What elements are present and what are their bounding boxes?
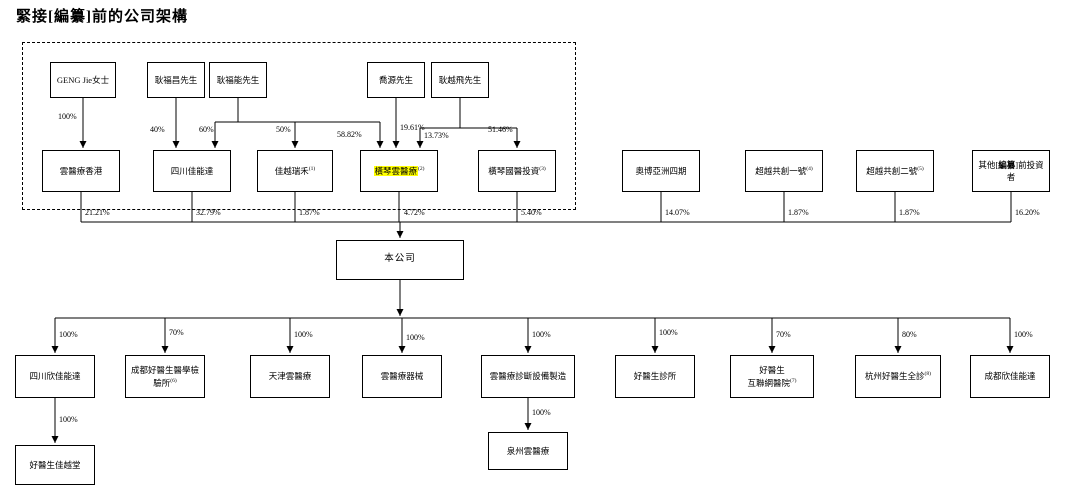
ownership-label: 1.87% (788, 208, 809, 217)
node-label: 雲醫療香港 (59, 165, 103, 176)
ownership-label: 40% (150, 125, 165, 134)
ownership-label: 58.82% (337, 130, 362, 139)
ownership-label: 100% (59, 415, 78, 424)
pre-listing-group-border (22, 42, 576, 210)
ownership-label: 5.40% (521, 208, 542, 217)
node-label: 超越共創二號(5) (866, 165, 924, 176)
node-haoyisheng-internet: 好醫生互聯網醫院(7) (730, 355, 814, 398)
node-label: 耿福昌先生 (154, 74, 198, 85)
node-aobo-asia: 奧博亞洲四期 (622, 150, 700, 192)
ownership-label: 14.07% (665, 208, 690, 217)
node-label: 雲醫療器械 (380, 371, 424, 382)
node-label: 成都欣佳能達 (984, 371, 1036, 382)
node-label: 其他[編纂]前投資者 (978, 159, 1044, 182)
ownership-label: 32.79% (196, 208, 221, 217)
node-sichuan-jianengda: 四川佳能達 (153, 150, 231, 192)
node-hangzhou-quanzhen: 杭州好醫生全診(8) (855, 355, 941, 398)
note-marker: (4) (806, 166, 813, 173)
note-marker: (8) (924, 371, 931, 378)
ownership-label: 60% (199, 125, 214, 134)
node-label: 杭州好醫生全診(8) (865, 371, 931, 382)
ownership-label: 100% (532, 330, 551, 339)
node-label: 天津雲醫療 (268, 371, 312, 382)
node-label: 四川欣佳能達 (29, 371, 81, 382)
node-label: 好醫生互聯網醫院(7) (747, 365, 797, 388)
node-geng-funeng: 耿福能先生 (209, 62, 267, 98)
ownership-label: 100% (659, 328, 678, 337)
node-hengqin-guoyi: 橫琴國醫投資(3) (478, 150, 556, 192)
node-jiayuetang: 好醫生佳越堂 (15, 445, 95, 485)
search-highlight: 橫琴雲醫療 (373, 165, 419, 176)
node-tianjin-cloud: 天津雲醫療 (250, 355, 330, 398)
ownership-label: 16.20% (1015, 208, 1040, 217)
node-qiao-yuan: 喬源先生 (367, 62, 425, 98)
note-marker: (6) (170, 377, 177, 384)
node-haoyisheng-clinic: 好醫生診所 (615, 355, 695, 398)
node-hengqin-cloud: 橫琴雲醫療(2) (360, 150, 438, 192)
node-label: GENG Jie女士 (56, 74, 110, 85)
ownership-label: 70% (776, 330, 791, 339)
node-geng-yuefei: 耿越飛先生 (431, 62, 489, 98)
note-marker: (3) (539, 166, 546, 173)
redaction-placeholder: 編纂 (998, 159, 1016, 170)
node-geng-jie: GENG Jie女士 (50, 62, 116, 98)
ownership-label: 21.21% (85, 208, 110, 217)
ownership-label: 1.87% (899, 208, 920, 217)
node-chengdu-lab: 成都好醫生醫學檢驗所(6) (125, 355, 205, 398)
node-company: 本公司 (336, 240, 464, 280)
node-label: 橫琴雲醫療(2) (373, 165, 425, 177)
node-cloud-devices: 雲醫療器械 (362, 355, 442, 398)
ownership-label: 100% (532, 408, 551, 417)
node-label: 泉州雲醫療 (506, 445, 550, 456)
ownership-label: 13.73% (424, 131, 449, 140)
node-quanzhou-cloud: 泉州雲醫療 (488, 432, 568, 470)
ownership-label: 70% (169, 328, 184, 337)
node-label: 超越共創一號(4) (755, 165, 813, 176)
ownership-label: 100% (294, 330, 313, 339)
node-sichuan-xinjia: 四川欣佳能達 (15, 355, 95, 398)
node-label: 喬源先生 (378, 74, 413, 85)
node-cloud-diag: 雲醫療診斷設備製造 (481, 355, 575, 398)
node-jiayue-ruihe: 佳越瑞禾(1) (257, 150, 333, 192)
node-chengdu-xinjia: 成都欣佳能達 (970, 355, 1050, 398)
ownership-label: 1.87% (299, 208, 320, 217)
node-label: 成都好醫生醫學檢驗所(6) (130, 365, 199, 388)
ownership-label: 100% (1014, 330, 1033, 339)
page-title: 緊接[編纂]前的公司架構 (16, 9, 188, 25)
node-chaoyue-one: 超越共創一號(4) (745, 150, 823, 192)
node-label: 雲醫療診斷設備製造 (489, 371, 567, 382)
node-label: 好醫生佳越堂 (29, 459, 81, 470)
node-chaoyue-two: 超越共創二號(5) (856, 150, 934, 192)
ownership-label: 51.46% (488, 125, 513, 134)
note-marker: (1) (308, 166, 316, 173)
ownership-label: 80% (902, 330, 917, 339)
node-label: 本公司 (384, 254, 416, 265)
node-label: 耿福能先生 (216, 74, 260, 85)
node-label: 耿越飛先生 (438, 74, 482, 85)
ownership-label: 100% (59, 330, 78, 339)
ownership-label: 4.72% (404, 208, 425, 217)
note-marker: (5) (917, 166, 924, 173)
node-label: 奧博亞洲四期 (635, 165, 687, 176)
note-marker: (7) (790, 377, 797, 384)
ownership-label: 50% (276, 125, 291, 134)
node-label: 四川佳能達 (170, 165, 214, 176)
ownership-label: 100% (406, 333, 425, 342)
ownership-label: 19.61% (400, 123, 425, 132)
node-other-pre-investors: 其他[編纂]前投資者 (972, 150, 1050, 192)
node-cloud-hk: 雲醫療香港 (42, 150, 120, 192)
node-label: 佳越瑞禾(1) (274, 165, 316, 176)
node-label: 橫琴國醫投資(3) (488, 165, 546, 176)
ownership-label: 100% (58, 112, 77, 121)
node-geng-fuchang: 耿福昌先生 (147, 62, 205, 98)
node-label: 好醫生診所 (633, 371, 677, 382)
note-marker: (2) (418, 166, 425, 173)
